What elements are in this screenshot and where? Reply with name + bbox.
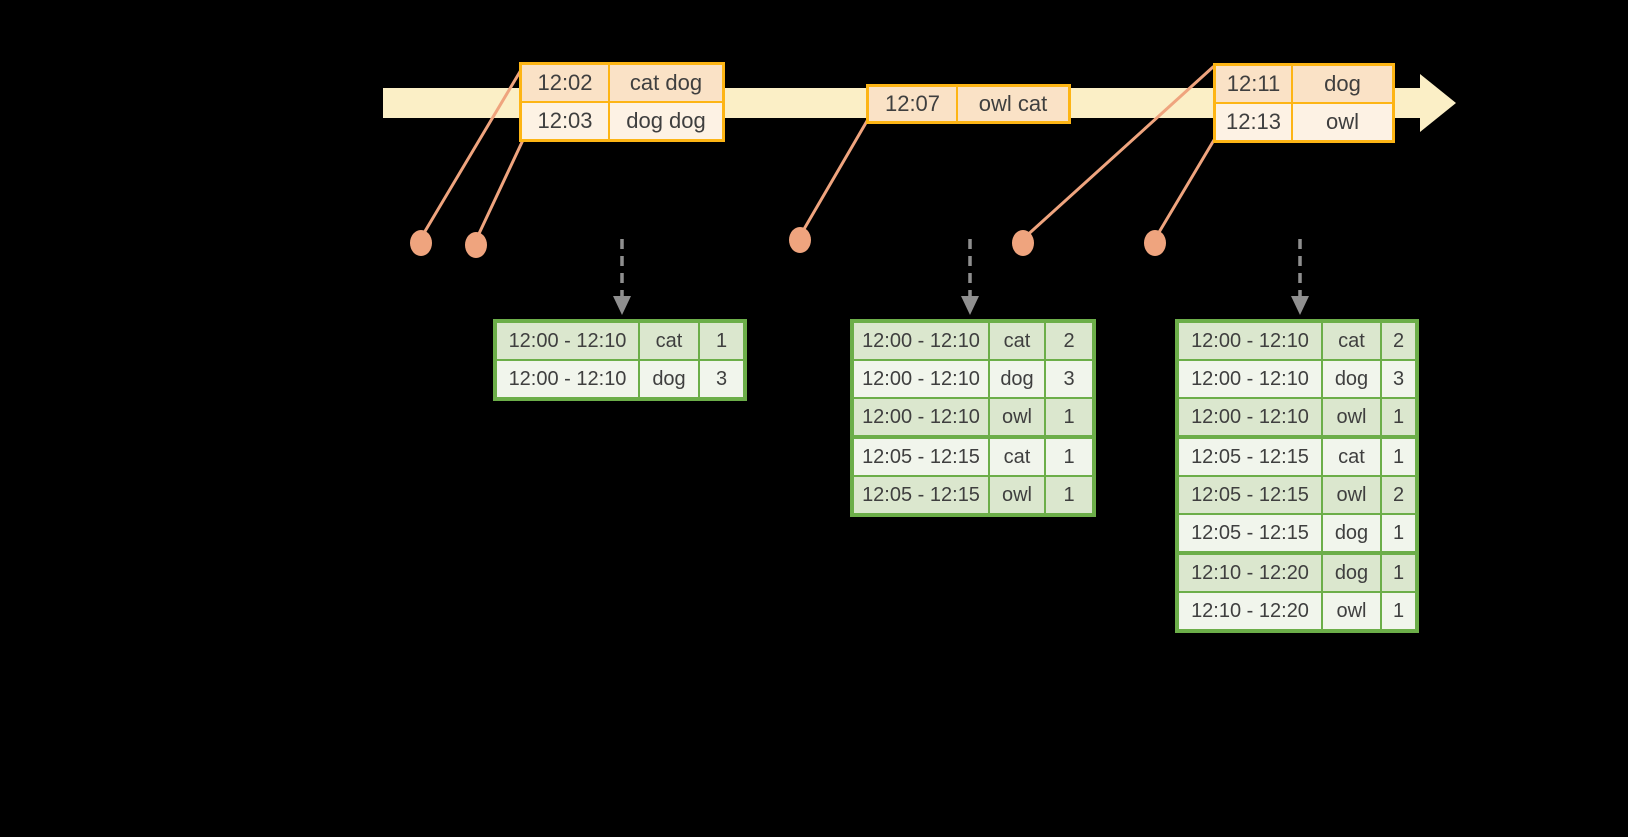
count-cell: 1 bbox=[1382, 555, 1415, 591]
event-words-cell: dog bbox=[1293, 66, 1392, 102]
event-table-3: 12:11 dog 12:13 owl bbox=[1213, 63, 1395, 143]
event-table-1: 12:02 cat dog 12:03 dog dog bbox=[519, 62, 725, 142]
event-time-cell: 12:07 bbox=[869, 87, 956, 121]
result-row: 12:05 - 12:15 cat 1 bbox=[854, 439, 1092, 475]
window-cell: 12:00 - 12:10 bbox=[497, 361, 638, 397]
dashed-down-arrow-icon bbox=[613, 239, 631, 315]
event-dot-icon bbox=[465, 232, 487, 258]
window-cell: 12:10 - 12:20 bbox=[1179, 593, 1321, 629]
event-row: 12:11 dog bbox=[1216, 66, 1392, 102]
event-time-cell: 12:02 bbox=[522, 65, 608, 101]
window-cell: 12:05 - 12:15 bbox=[854, 477, 988, 513]
event-connector-line bbox=[474, 138, 525, 242]
word-cell: dog bbox=[1323, 555, 1380, 591]
count-cell: 3 bbox=[1382, 361, 1415, 397]
word-cell: cat bbox=[1323, 439, 1380, 475]
window-cell: 12:05 - 12:15 bbox=[1179, 439, 1321, 475]
word-cell: dog bbox=[990, 361, 1044, 397]
window-cell: 12:05 - 12:15 bbox=[1179, 477, 1321, 513]
result-row: 12:00 - 12:10 owl 1 bbox=[854, 399, 1092, 435]
window-cell: 12:00 - 12:10 bbox=[1179, 399, 1321, 435]
event-table-2: 12:07 owl cat bbox=[866, 84, 1071, 124]
result-row: 12:05 - 12:15 owl 2 bbox=[1179, 477, 1415, 513]
event-row: 12:02 cat dog bbox=[522, 65, 722, 101]
result-table-2: 12:00 - 12:10 cat 2 12:00 - 12:10 dog 3 … bbox=[850, 319, 1096, 517]
result-table-3: 12:00 - 12:10 cat 2 12:00 - 12:10 dog 3 … bbox=[1175, 319, 1419, 633]
word-cell: dog bbox=[1323, 361, 1380, 397]
event-words-cell: dog dog bbox=[610, 103, 722, 139]
event-connector-line bbox=[419, 68, 523, 240]
event-connector-line bbox=[1153, 138, 1216, 241]
result-row: 12:00 - 12:10 dog 3 bbox=[1179, 361, 1415, 397]
window-cell: 12:00 - 12:10 bbox=[497, 323, 638, 359]
count-cell: 1 bbox=[1046, 477, 1092, 513]
count-cell: 1 bbox=[1382, 593, 1415, 629]
result-row: 12:10 - 12:20 dog 1 bbox=[1179, 555, 1415, 591]
window-cell: 12:05 - 12:15 bbox=[1179, 515, 1321, 551]
word-cell: cat bbox=[990, 323, 1044, 359]
timeline-arrowhead-icon bbox=[1420, 74, 1456, 132]
count-cell: 1 bbox=[1046, 439, 1092, 475]
word-cell: owl bbox=[1323, 477, 1380, 513]
dashed-down-arrow-icon bbox=[961, 239, 979, 315]
result-row: 12:00 - 12:10 cat 2 bbox=[854, 323, 1092, 359]
event-words-cell: owl bbox=[1293, 104, 1392, 140]
event-dot-icon bbox=[789, 227, 811, 253]
window-cell: 12:05 - 12:15 bbox=[854, 439, 988, 475]
count-cell: 3 bbox=[700, 361, 743, 397]
event-connector-line bbox=[798, 119, 869, 238]
word-cell: dog bbox=[1323, 515, 1380, 551]
event-dot-icon bbox=[1012, 230, 1034, 256]
result-row: 12:05 - 12:15 dog 1 bbox=[1179, 515, 1415, 551]
word-cell: cat bbox=[1323, 323, 1380, 359]
window-cell: 12:00 - 12:10 bbox=[1179, 323, 1321, 359]
result-row: 12:05 - 12:15 owl 1 bbox=[854, 477, 1092, 513]
result-row: 12:00 - 12:10 dog 3 bbox=[854, 361, 1092, 397]
word-cell: owl bbox=[1323, 593, 1380, 629]
count-cell: 1 bbox=[700, 323, 743, 359]
word-cell: owl bbox=[990, 399, 1044, 435]
window-cell: 12:00 - 12:10 bbox=[1179, 361, 1321, 397]
window-cell: 12:10 - 12:20 bbox=[1179, 555, 1321, 591]
result-row: 12:00 - 12:10 cat 1 bbox=[497, 323, 743, 359]
result-table-1: 12:00 - 12:10 cat 1 12:00 - 12:10 dog 3 bbox=[493, 319, 747, 401]
window-cell: 12:00 - 12:10 bbox=[854, 399, 988, 435]
result-row: 12:10 - 12:20 owl 1 bbox=[1179, 593, 1415, 629]
event-time-cell: 12:03 bbox=[522, 103, 608, 139]
event-row: 12:13 owl bbox=[1216, 104, 1392, 140]
result-row: 12:00 - 12:10 owl 1 bbox=[1179, 399, 1415, 435]
event-words-cell: cat dog bbox=[610, 65, 722, 101]
dashed-down-arrow-icon bbox=[1291, 239, 1309, 315]
count-cell: 2 bbox=[1382, 323, 1415, 359]
word-cell: cat bbox=[640, 323, 698, 359]
word-cell: owl bbox=[1323, 399, 1380, 435]
event-time-cell: 12:13 bbox=[1216, 104, 1291, 140]
event-row: 12:03 dog dog bbox=[522, 103, 722, 139]
result-row: 12:05 - 12:15 cat 1 bbox=[1179, 439, 1415, 475]
result-row: 12:00 - 12:10 dog 3 bbox=[497, 361, 743, 397]
count-cell: 3 bbox=[1046, 361, 1092, 397]
event-dot-icon bbox=[1144, 230, 1166, 256]
window-cell: 12:00 - 12:10 bbox=[854, 323, 988, 359]
count-cell: 1 bbox=[1382, 515, 1415, 551]
event-time-cell: 12:11 bbox=[1216, 66, 1291, 102]
event-words-cell: owl cat bbox=[958, 87, 1068, 121]
count-cell: 1 bbox=[1382, 439, 1415, 475]
count-cell: 1 bbox=[1046, 399, 1092, 435]
result-row: 12:00 - 12:10 cat 2 bbox=[1179, 323, 1415, 359]
word-cell: cat bbox=[990, 439, 1044, 475]
event-row: 12:07 owl cat bbox=[869, 87, 1068, 121]
count-cell: 1 bbox=[1382, 399, 1415, 435]
word-cell: dog bbox=[640, 361, 698, 397]
count-cell: 2 bbox=[1382, 477, 1415, 513]
window-cell: 12:00 - 12:10 bbox=[854, 361, 988, 397]
event-connector-line bbox=[1021, 65, 1215, 241]
count-cell: 2 bbox=[1046, 323, 1092, 359]
word-cell: owl bbox=[990, 477, 1044, 513]
event-dot-icon bbox=[410, 230, 432, 256]
